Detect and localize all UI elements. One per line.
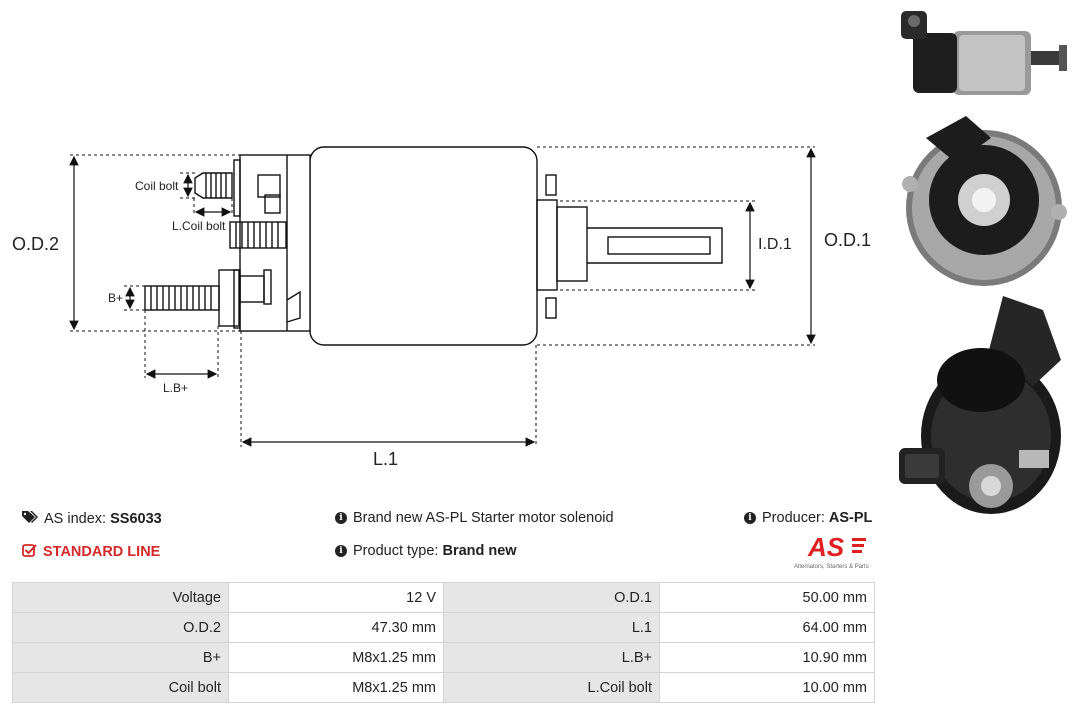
check-square-icon bbox=[22, 543, 37, 561]
spec-key: O.D.2 bbox=[12, 612, 229, 643]
spec-value: 12 V bbox=[228, 582, 444, 613]
spec-value: M8x1.25 mm bbox=[228, 672, 444, 703]
spec-value: M8x1.25 mm bbox=[228, 642, 444, 673]
spec-value: 47.30 mm bbox=[228, 612, 444, 643]
table-row: B+ M8x1.25 mm L.B+ 10.90 mm bbox=[12, 642, 875, 673]
logo-tagline: Alternators, Starters & Parts bbox=[794, 564, 869, 570]
spec-key: Voltage bbox=[12, 582, 229, 613]
spec-value: 64.00 mm bbox=[659, 612, 875, 643]
label-l-coil-bolt: L.Coil bolt bbox=[172, 219, 226, 233]
description: i Brand new AS-PL Starter motor solenoid bbox=[335, 510, 614, 526]
as-index: AS index: SS6033 bbox=[22, 510, 162, 527]
label-coil-bolt: Coil bolt bbox=[135, 179, 179, 193]
label-lb-plus: L.B+ bbox=[163, 381, 188, 395]
solenoid-dimension-diagram: Coil bolt L.Coil bolt O.D.2 O.D.1 I.D.1 … bbox=[12, 146, 871, 469]
b-plus-bolt bbox=[144, 269, 272, 327]
label-od1: O.D.1 bbox=[824, 230, 871, 250]
spec-key: L.B+ bbox=[443, 642, 660, 673]
label-l1: L.1 bbox=[373, 449, 398, 469]
tags-icon bbox=[22, 510, 38, 527]
spec-key: Coil bolt bbox=[12, 672, 229, 703]
label-od2: O.D.2 bbox=[12, 234, 59, 254]
standard-line: STANDARD LINE bbox=[22, 543, 160, 561]
table-row: O.D.2 47.30 mm L.1 64.00 mm bbox=[12, 612, 875, 643]
solenoid-body bbox=[309, 146, 538, 346]
producer-label: Producer: bbox=[762, 510, 825, 526]
product-type-value: Brand new bbox=[442, 543, 517, 559]
info-circle-icon: i bbox=[335, 545, 347, 557]
as-index-label: AS index: bbox=[44, 510, 107, 527]
spec-key: L.Coil bolt bbox=[443, 672, 660, 703]
as-index-value: SS6033 bbox=[110, 510, 162, 527]
spec-key: B+ bbox=[12, 642, 229, 673]
plunger-housing bbox=[556, 206, 588, 282]
spec-value: 10.90 mm bbox=[659, 642, 875, 673]
table-row: Coil bolt M8x1.25 mm L.Coil bolt 10.00 m… bbox=[12, 672, 875, 703]
product-type-label: Product type: bbox=[353, 543, 439, 559]
table-row: Voltage 12 V O.D.1 50.00 mm bbox=[12, 582, 875, 613]
product-type: i Product type: Brand new bbox=[335, 543, 517, 559]
spec-value: 50.00 mm bbox=[659, 582, 875, 613]
label-id1: I.D.1 bbox=[758, 236, 792, 253]
producer-value: AS-PL bbox=[828, 510, 873, 526]
label-b-plus: B+ bbox=[108, 291, 123, 305]
producer: i Producer: AS-PL bbox=[744, 510, 872, 526]
info-circle-icon: i bbox=[335, 512, 347, 524]
spec-key: L.1 bbox=[443, 612, 660, 643]
spec-key: O.D.1 bbox=[443, 582, 660, 613]
description-text: Brand new AS-PL Starter motor solenoid bbox=[353, 510, 614, 526]
standard-line-text: STANDARD LINE bbox=[43, 544, 161, 560]
coil-bolt bbox=[194, 172, 233, 199]
as-pl-logo: AS Alternators, Starters & Parts bbox=[794, 534, 869, 570]
coil-terminal-thread bbox=[229, 221, 287, 249]
product-photo-back bbox=[899, 296, 1061, 514]
plunger-shaft bbox=[587, 227, 723, 264]
spec-value: 10.00 mm bbox=[659, 672, 875, 703]
product-photo-side bbox=[901, 11, 1067, 95]
logo-mark: AS bbox=[807, 534, 845, 562]
specs-table: Voltage 12 V O.D.1 50.00 mm O.D.2 47.30 … bbox=[12, 582, 875, 703]
info-circle-icon: i bbox=[744, 512, 756, 524]
product-photo-front bbox=[902, 116, 1067, 286]
